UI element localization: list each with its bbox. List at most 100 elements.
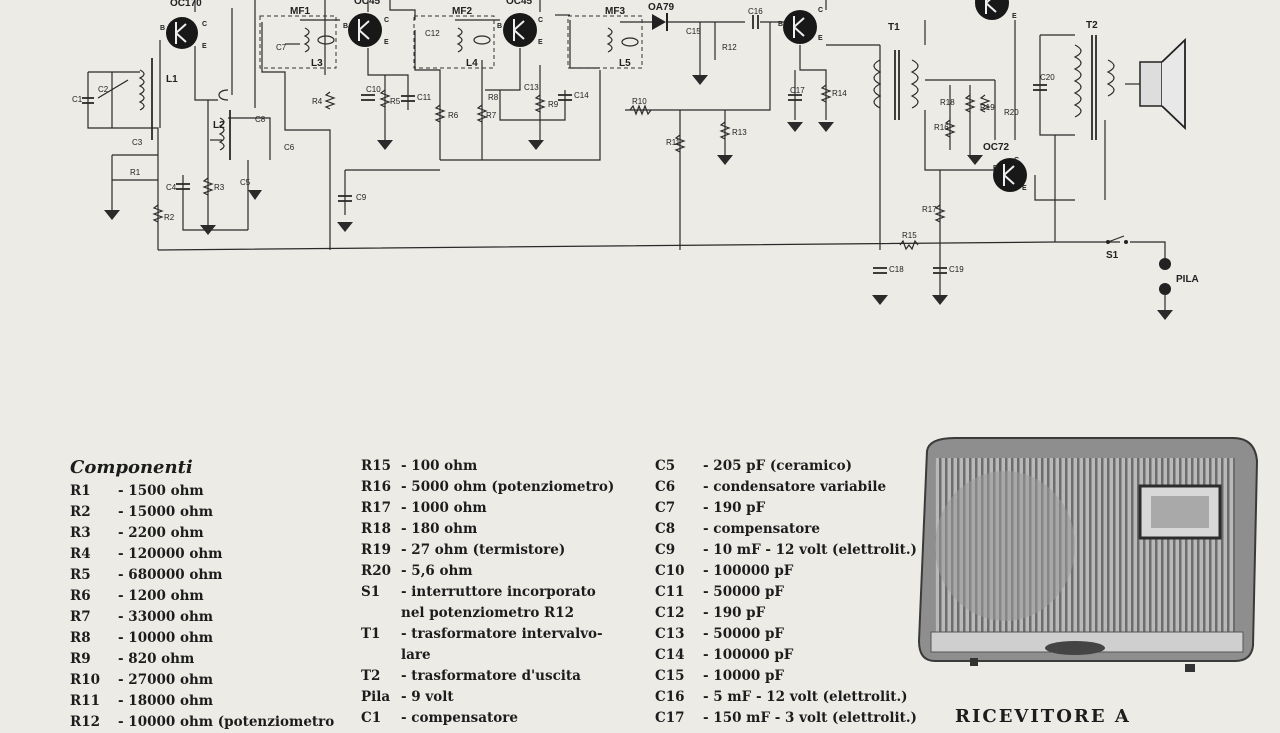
capacitor-c9 <box>338 195 352 202</box>
component-desc: - 27000 ohm <box>118 672 214 688</box>
component-desc: - compensatore <box>401 710 518 726</box>
schematic-label: C14 <box>574 91 589 100</box>
component-ref: R12 <box>70 714 101 730</box>
component-row: R2- 15000 ohm <box>70 502 334 523</box>
schematic-label: E <box>1012 13 1017 20</box>
schematic-label: R10 <box>632 97 647 106</box>
schematic-label: C9 <box>356 193 367 202</box>
component-row: R1- 1500 ohm <box>70 481 334 502</box>
schematic-label: C15 <box>686 27 701 36</box>
coil-l3 <box>303 27 335 53</box>
schematic-label: R2 <box>164 213 175 222</box>
schematic-label: E <box>818 35 823 42</box>
schematic-label: C10 <box>366 85 381 94</box>
capacitor-c17 <box>788 94 802 101</box>
coil-l1 <box>97 58 153 140</box>
capacitor-c16 <box>752 15 759 29</box>
component-ref: R18 <box>361 521 392 537</box>
component-row: C15- 10000 pF <box>655 666 917 687</box>
resistor-r13 <box>719 121 731 140</box>
component-row: C1 - compensatore <box>361 708 614 729</box>
schematic-label: R19 <box>980 103 995 112</box>
component-desc: - 150 mF - 3 volt (elettrolit.) <box>703 710 917 726</box>
transistor-oc170 <box>166 17 198 49</box>
component-row: T1- trasformatore intervalvo- <box>361 624 614 645</box>
component-ref: R19 <box>361 542 392 558</box>
schematic-label: R18 <box>940 98 955 107</box>
component-row: C5- 205 pF (ceramico) <box>655 456 917 477</box>
component-row: nel potenziometro R12 <box>361 603 614 624</box>
component-row: T2- trasformatore d'uscita <box>361 666 614 687</box>
component-ref: C1 <box>361 710 382 726</box>
component-desc: - 1000 ohm <box>401 500 487 516</box>
resistor-r9 <box>534 94 546 113</box>
resistor-r17 <box>934 204 946 223</box>
component-ref: R4 <box>70 546 91 562</box>
component-desc: - 180 ohm <box>401 521 478 537</box>
component-desc: - interruttore incorporato <box>401 584 596 600</box>
schematic-label: C19 <box>949 265 964 274</box>
transistor-oc72-out1 <box>975 0 1009 20</box>
schematic-label: B <box>343 23 348 30</box>
component-desc: - 100000 pF <box>703 647 794 663</box>
component-ref: R20 <box>361 563 392 579</box>
resistor-r6 <box>434 104 446 123</box>
circuit-parts <box>82 0 1186 320</box>
resistor-r7 <box>476 104 488 123</box>
transformer-t2 <box>1073 35 1115 140</box>
transistor-oc45-2 <box>503 13 537 47</box>
component-ref: C15 <box>655 668 685 684</box>
resistor-r4 <box>324 91 336 110</box>
component-desc: - 9 volt <box>401 689 454 705</box>
component-desc: - 680000 ohm <box>118 567 223 583</box>
component-row: C10- 100000 pF <box>655 561 917 582</box>
component-ref: R5 <box>70 567 91 583</box>
capacitor-c11 <box>401 95 415 102</box>
battery-terminals <box>1159 258 1171 310</box>
schematic-label: R20 <box>1004 108 1019 117</box>
schematic-label: C <box>202 21 207 28</box>
schematic-label: OC72 <box>983 142 1010 153</box>
schematic-label: C1 <box>72 95 83 104</box>
component-ref: C5 <box>655 458 676 474</box>
component-row: R17- 1000 ohm <box>361 498 614 519</box>
transistor-oc72-driver <box>783 10 817 44</box>
schematic-label: C7 <box>276 43 287 52</box>
component-ref: C13 <box>655 626 685 642</box>
capacitor-c19 <box>933 267 947 274</box>
component-ref: S1 <box>361 584 381 600</box>
component-row: R6- 1200 ohm <box>70 586 334 607</box>
radio-caption: RICEVITORE A <box>955 706 1131 727</box>
schematic-label: E <box>1022 185 1027 192</box>
component-desc: nel potenziometro R12 <box>401 605 575 621</box>
schematic-label: L4 <box>466 58 478 69</box>
component-row: R12- 10000 ohm (potenziometro <box>70 712 334 733</box>
component-row: C14- 100000 pF <box>655 645 917 666</box>
schematic-label: C4 <box>166 183 177 192</box>
loudspeaker <box>1125 37 1186 131</box>
schematic-label: MF1 <box>290 6 310 17</box>
schematic-label: R7 <box>486 111 497 120</box>
component-ref: R1 <box>70 483 91 499</box>
component-row: lare <box>361 645 614 666</box>
component-desc: - 100 ohm <box>401 458 478 474</box>
schematic-label: L5 <box>619 58 631 69</box>
component-desc: - 33000 ohm <box>118 609 214 625</box>
schematic-label: S1 <box>1106 250 1119 261</box>
component-row: C12- 190 pF <box>655 603 917 624</box>
schematic-label: C18 <box>889 265 904 274</box>
component-desc: - 15000 ohm <box>118 504 214 520</box>
component-row: C17- 150 mF - 3 volt (elettrolit.) <box>655 708 917 729</box>
component-ref: C12 <box>655 605 685 621</box>
schematic-label: R12 <box>722 43 737 52</box>
schematic-label: E <box>202 43 207 50</box>
component-row: C6- condensatore variabile <box>655 477 917 498</box>
schematic-label: R11 <box>666 138 681 147</box>
schematic-label: R3 <box>214 183 225 192</box>
component-desc: - 190 pF <box>703 500 766 516</box>
component-ref: R3 <box>70 525 91 541</box>
component-ref: R15 <box>361 458 392 474</box>
resistor-r3 <box>202 177 214 196</box>
